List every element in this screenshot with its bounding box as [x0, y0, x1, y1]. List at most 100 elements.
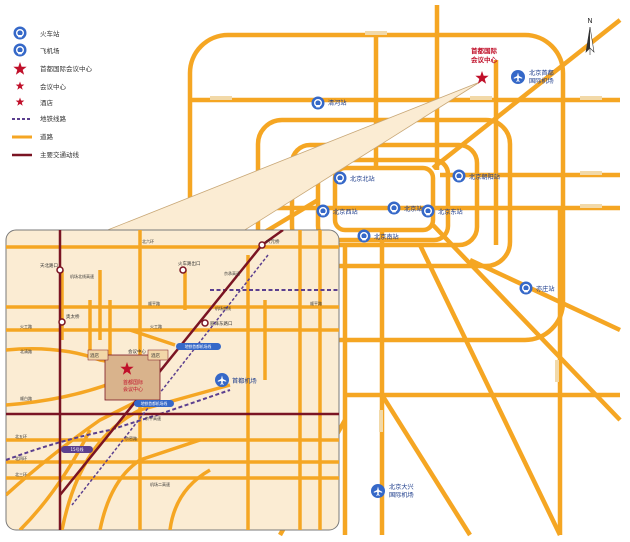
inset-metro-airport-line: [71, 254, 269, 506]
inset-hotel-b-block: [147, 349, 169, 361]
venue-star-icon: [475, 71, 489, 84]
venue-label-line2: 会议中心: [471, 55, 498, 64]
legend-hotel-icon: [15, 97, 25, 106]
station-qinghe[interactable]: 清河站: [310, 95, 347, 111]
legend-train-label: 火车站: [40, 29, 60, 38]
inset-metro-lines: [6, 289, 339, 461]
train-icon: [451, 168, 467, 184]
road-label-shunping-b: 顺平路: [310, 300, 322, 306]
airport-daxing[interactable]: 北京大兴 国际机场: [371, 483, 414, 499]
road-label-shunbai: 顺白路: [20, 395, 32, 401]
road-label-airport-2nd-expwy: 机场二高速: [150, 481, 170, 487]
station-beijing-chaoyang-label: 北京朝阳站: [469, 173, 500, 181]
legend-star-label: 首都国际会议中心: [40, 64, 93, 73]
station-beijing-west-label: 北京西站: [333, 208, 358, 216]
road-label-jingmi: 京密路: [125, 435, 137, 441]
airport-daxing-line1: 北京大兴: [389, 483, 414, 491]
train-icon: [315, 203, 331, 219]
inset-hotel-a-block: [87, 349, 109, 361]
legend-metro-label: 地铁线路: [40, 114, 67, 123]
inset-nodes: [56, 241, 266, 327]
road-diag-south2: [380, 393, 472, 537]
inset-map: [6, 230, 339, 530]
station-beijing-east-label: 北京东站: [438, 208, 463, 216]
legend-road-label: 道路: [40, 132, 54, 141]
inset-metro-pill-a: [176, 343, 221, 350]
legend-conference-icon: [15, 81, 25, 90]
legend-conference-label: 会议中心: [40, 82, 67, 91]
station-yizhuang[interactable]: 亦庄站: [518, 280, 555, 296]
road-diag-se: [431, 223, 622, 422]
train-icon: [518, 280, 534, 296]
train-icon: [386, 200, 402, 216]
legend-main-label: 主要交通动线: [40, 150, 80, 159]
road-label-jingping: 京平高速: [145, 415, 161, 421]
legend: 火车站 飞机场 首都国际会议中心 会议中心 酒店 地铁线路 道路 主要交通动线: [12, 25, 93, 159]
road-diag-s: [417, 244, 563, 536]
airport-capital-line2: 国际机场: [529, 77, 554, 85]
station-beijing-chaoyang[interactable]: 北京朝阳站: [451, 168, 500, 184]
north-arrow-label: N: [587, 17, 592, 25]
road-diag-nw: [258, 198, 320, 237]
inset-airport[interactable]: 首都机场: [215, 373, 257, 387]
inset-hotel-a-label: 酒店: [90, 352, 99, 359]
legend-airport-train-icon: [12, 42, 28, 58]
station-beijing-south-label: 北京南站: [374, 233, 399, 241]
road-diag-se2: [469, 257, 621, 333]
node-liuyuan: 六元桥: [266, 238, 280, 245]
inset-main-traffic: [6, 230, 339, 530]
station-beijing[interactable]: 北京站: [386, 200, 423, 216]
station-beijing-label: 北京站: [404, 205, 423, 213]
road-label-beiqing: 北清路: [20, 348, 32, 354]
inset-venue-line2: 会议中心: [123, 386, 143, 393]
road-label-jingcheng: 京承高速: [224, 270, 240, 276]
road-label-north-3rd-ring: 北三环: [15, 471, 27, 477]
road-label-huogong-b: 火工路: [150, 323, 162, 329]
inset-airport-label: 首都机场: [232, 377, 257, 385]
station-beijing-east[interactable]: 北京东站: [420, 203, 463, 219]
north-arrow: N: [585, 17, 595, 55]
plane-icon: [371, 484, 385, 498]
legend-airport-label: 飞机场: [40, 46, 60, 55]
venue-label-line1: 首都国际: [471, 46, 498, 55]
road-label-huogong: 火工路: [20, 323, 32, 329]
node-tiantai-north: 天北路口: [40, 262, 58, 269]
road-label-airport-south: 机场南线: [215, 305, 231, 311]
legend-star-icon: [13, 62, 27, 75]
inset-metro-pill-b: [134, 400, 174, 407]
legend-hotel-label: 酒店: [40, 98, 54, 107]
inset-hotel-b-label: 酒店: [151, 352, 160, 359]
road-label-airport-expwy: 机场北线高速: [70, 273, 94, 279]
road-label-north-5th-ring: 北五环: [15, 433, 27, 439]
road-label-north-4th-ring: 北四环: [15, 455, 27, 461]
train-icon: [310, 95, 326, 111]
node-lijiyuan: 丽泽东路口: [210, 320, 233, 327]
station-qinghe-label: 清河站: [328, 99, 347, 107]
station-yizhuang-label: 亦庄站: [536, 285, 555, 293]
road-label-north-6th-ring: 北六环: [142, 238, 154, 244]
legend-train-icon: [12, 25, 28, 41]
inset-metro-line15: 15号线: [70, 446, 83, 452]
plane-icon: [215, 373, 229, 387]
airport-daxing-line2: 国际机场: [389, 491, 414, 499]
node-huoshi: 火车路出口: [178, 260, 201, 267]
airport-capital-line1: 北京首都: [529, 69, 554, 77]
station-beijing-north[interactable]: 北京北站: [332, 170, 375, 186]
train-icon: [356, 228, 372, 244]
road-label-shunping-a: 顺平路: [148, 300, 160, 306]
station-beijing-north-label: 北京北站: [350, 175, 375, 183]
train-icon: [420, 203, 436, 219]
inset-meeting-label: 会议中心: [128, 348, 146, 355]
inset-venue-line1: 首都国际: [123, 379, 143, 386]
inset-venue-block: [104, 354, 161, 401]
train-icon: [332, 170, 348, 186]
airport-capital[interactable]: 北京首都 国际机场: [511, 69, 554, 85]
inset-metro-station-b: 地铁首都机场线: [141, 401, 168, 406]
station-beijing-west[interactable]: 北京西站: [315, 203, 358, 219]
inset-metro-station-a: 地铁首都机场线: [185, 344, 212, 349]
node-aotai: 奥太桥: [66, 313, 80, 320]
plane-icon: [511, 70, 525, 84]
station-beijing-south[interactable]: 北京南站: [356, 228, 399, 244]
